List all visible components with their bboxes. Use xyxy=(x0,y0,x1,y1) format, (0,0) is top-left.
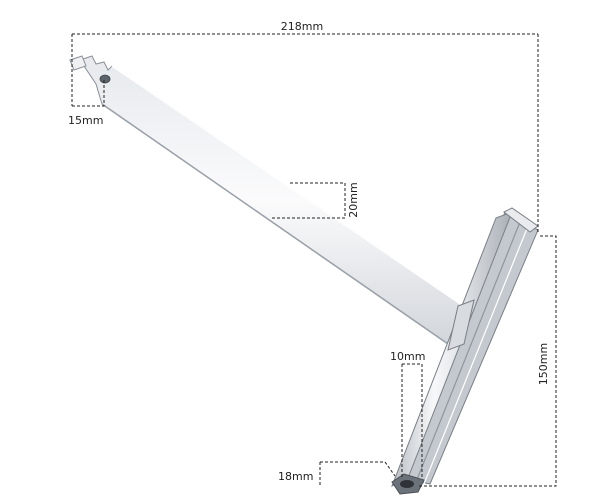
dim-strap-width-line xyxy=(272,182,346,219)
label-clip-height: 150mm xyxy=(537,343,550,385)
dim-clip-width-line xyxy=(319,461,396,486)
dim-clip-height-line xyxy=(418,235,557,487)
label-hole-offset: 15mm xyxy=(68,114,103,127)
clip-profile xyxy=(391,207,539,495)
label-clip-width: 18mm xyxy=(278,470,313,483)
dim-hole-offset-line xyxy=(72,80,105,107)
label-strap-width: 20mm xyxy=(347,182,360,217)
strap-arm xyxy=(69,55,473,345)
label-overall-length: 218mm xyxy=(281,20,323,33)
mounting-hole xyxy=(99,74,111,84)
dim-clip-depth-line xyxy=(401,363,423,478)
label-clip-depth: 10mm xyxy=(390,350,425,363)
